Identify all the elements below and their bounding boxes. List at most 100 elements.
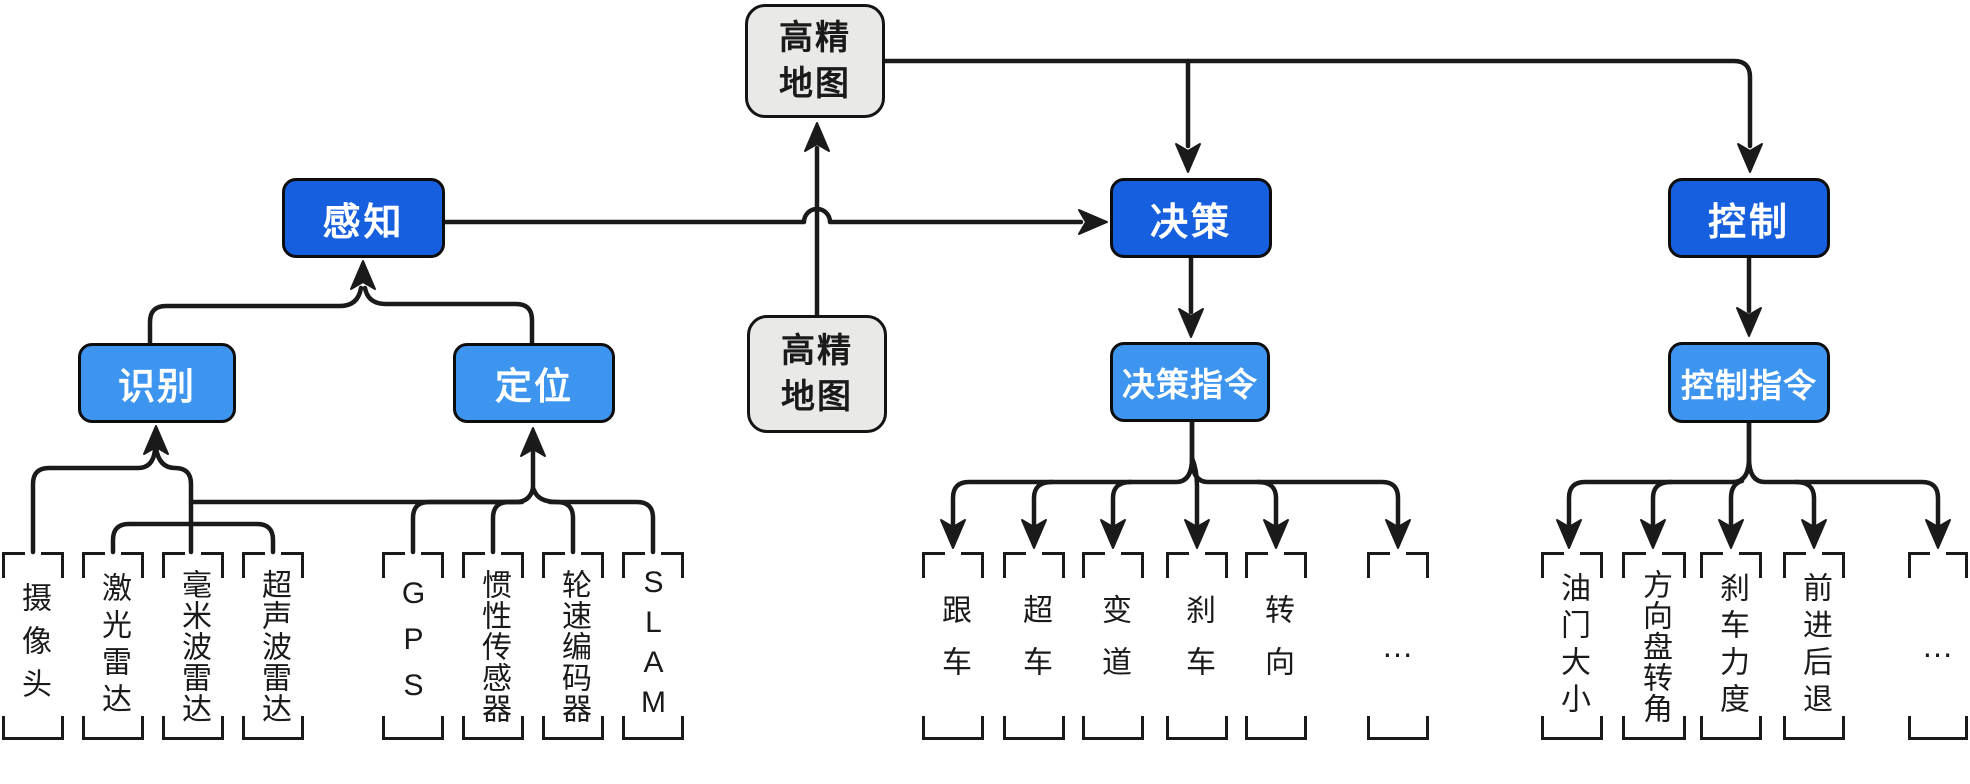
ultrasonic-radar-label: 超声波雷达 [257, 568, 290, 724]
forward-backward-label: 前进后退 [1798, 572, 1831, 720]
wheel-encoder-label: 轮速编码器 [557, 568, 590, 724]
node-control: 控制 [1668, 178, 1830, 258]
edge-camera-recognition [30, 447, 158, 555]
arrowhead-into-steer [1263, 519, 1289, 549]
arrowhead-into-brakeforce [1718, 519, 1744, 549]
brake-force-label: 刹车力度 [1715, 572, 1748, 720]
control-label: 控制 [1707, 201, 1790, 244]
node-localization: 定位 [453, 343, 615, 423]
lane-change-label: 变道 [1097, 594, 1130, 698]
arrowhead-into-topmap [804, 122, 830, 152]
edge-controlcmd-steeringangle [1650, 479, 1674, 527]
edge-topmap-control [882, 58, 1753, 149]
node-decision: 决策 [1110, 178, 1272, 258]
arrowhead-into-control-more [1925, 519, 1951, 549]
mmwave-radar-label: 毫米波雷达 [177, 568, 210, 724]
arrowhead-into-decision-top [1175, 143, 1201, 173]
decision-label: 决策 [1149, 201, 1232, 244]
leaf-lane-change: 变道 [1082, 552, 1144, 740]
edge-localization-perception [362, 285, 535, 346]
brake-label: 刹车 [1181, 594, 1214, 698]
edge-slam-localization [547, 499, 656, 555]
leaf-overtake: 超车 [1003, 552, 1065, 740]
leaf-decision-more: … [1367, 552, 1429, 740]
imu-label: 惯性传感器 [477, 568, 510, 724]
hd-map-top-line1: 高精 [779, 19, 851, 57]
edge-decisioncmd-lanechange [1110, 479, 1134, 527]
steer-label: 转向 [1260, 594, 1293, 698]
arrowhead-into-forwardbackward [1801, 519, 1827, 549]
follow-label: 跟车 [937, 594, 970, 698]
arrowhead-into-localization [520, 427, 546, 457]
arrowhead-into-steeringangle [1640, 519, 1666, 549]
edge-gps-localization [410, 499, 523, 555]
leaf-follow: 跟车 [922, 552, 984, 740]
hd-map-top-line2: 地图 [779, 65, 851, 103]
edge-mmwave-recognition [153, 445, 194, 555]
leaf-gps: GPS [382, 552, 444, 740]
leaf-steering-wheel-angle: 方向盘转角 [1622, 552, 1686, 740]
arrowhead-into-perception [350, 260, 376, 290]
edge-lidar-ultrasonic-link [110, 521, 276, 555]
leaf-steer: 转向 [1245, 552, 1307, 740]
arrowhead-into-decision-left [1078, 209, 1108, 235]
node-hd-map-top: 高精 地图 [745, 4, 885, 118]
leaf-mmwave-radar: 毫米波雷达 [162, 552, 224, 740]
leaf-wheel-encoder: 轮速编码器 [542, 552, 604, 740]
edge-controlcmd-brakeforce [1728, 478, 1745, 527]
leaf-camera: 摄像头 [2, 552, 64, 740]
leaf-slam: SLAM [622, 552, 684, 740]
arrowhead-into-recognition [143, 425, 169, 455]
perception-label: 感知 [322, 201, 405, 244]
hd-map-mid-line2: 地图 [781, 378, 853, 416]
edge-wheel-localization [531, 487, 576, 555]
overtake-label: 超车 [1018, 594, 1051, 698]
decision-cmd-label: 决策指令 [1122, 366, 1258, 403]
leaf-brake: 刹车 [1166, 552, 1228, 740]
arrowhead-into-overtake [1021, 519, 1047, 549]
leaf-imu: 惯性传感器 [462, 552, 524, 740]
node-perception: 感知 [282, 178, 445, 258]
edge-decisioncmd-more [1189, 419, 1401, 527]
leaf-lidar: 激光雷达 [82, 552, 144, 740]
lidar-label: 激光雷达 [97, 572, 130, 720]
arrowhead-into-throttle [1556, 519, 1582, 549]
leaf-brake-force: 刹车力度 [1700, 552, 1762, 740]
arrowhead-into-control-top [1737, 143, 1763, 173]
edge-decisioncmd-steer [1255, 479, 1279, 527]
edge-decisioncmd-follow [950, 419, 1195, 527]
arrowhead-into-lanechange [1100, 519, 1126, 549]
edge-recognition-perception [147, 285, 364, 346]
arrowhead-into-decisioncmd [1178, 308, 1204, 338]
node-recognition: 识别 [78, 343, 236, 423]
edge-controlcmd-forwardbackward [1793, 479, 1817, 527]
control-more-label: … [1921, 627, 1955, 664]
arrowhead-into-brake [1184, 519, 1210, 549]
camera-label: 摄像头 [17, 581, 50, 711]
edge-controlcmd-more [1746, 420, 1941, 527]
steering-wheel-angle-label: 方向盘转角 [1638, 568, 1671, 724]
edge-perception-decision [442, 206, 1084, 225]
recognition-label: 识别 [118, 366, 196, 407]
node-decision-cmd: 决策指令 [1110, 342, 1270, 422]
leaf-ultrasonic-radar: 超声波雷达 [242, 552, 304, 740]
arrowhead-into-follow [940, 519, 966, 549]
localization-label: 定位 [495, 366, 573, 407]
slam-label: SLAM [637, 566, 670, 726]
control-cmd-label: 控制指令 [1681, 366, 1817, 404]
leaf-control-more: … [1908, 552, 1968, 740]
leaf-throttle-amount: 油门大小 [1541, 552, 1603, 740]
arrowhead-into-controlcmd [1736, 307, 1762, 337]
node-control-cmd: 控制指令 [1668, 342, 1830, 423]
edge-controlcmd-throttle [1566, 420, 1752, 527]
leaf-forward-backward: 前进后退 [1783, 552, 1845, 740]
throttle-amount-label: 油门大小 [1556, 572, 1589, 720]
edge-decisioncmd-overtake [1031, 479, 1055, 527]
edge-imu-localization [490, 499, 525, 555]
decision-more-label: … [1381, 627, 1415, 664]
hd-map-mid-line1: 高精 [781, 332, 853, 370]
edge-decisioncmd-brake [1189, 455, 1200, 527]
gps-label: GPS [397, 577, 430, 715]
